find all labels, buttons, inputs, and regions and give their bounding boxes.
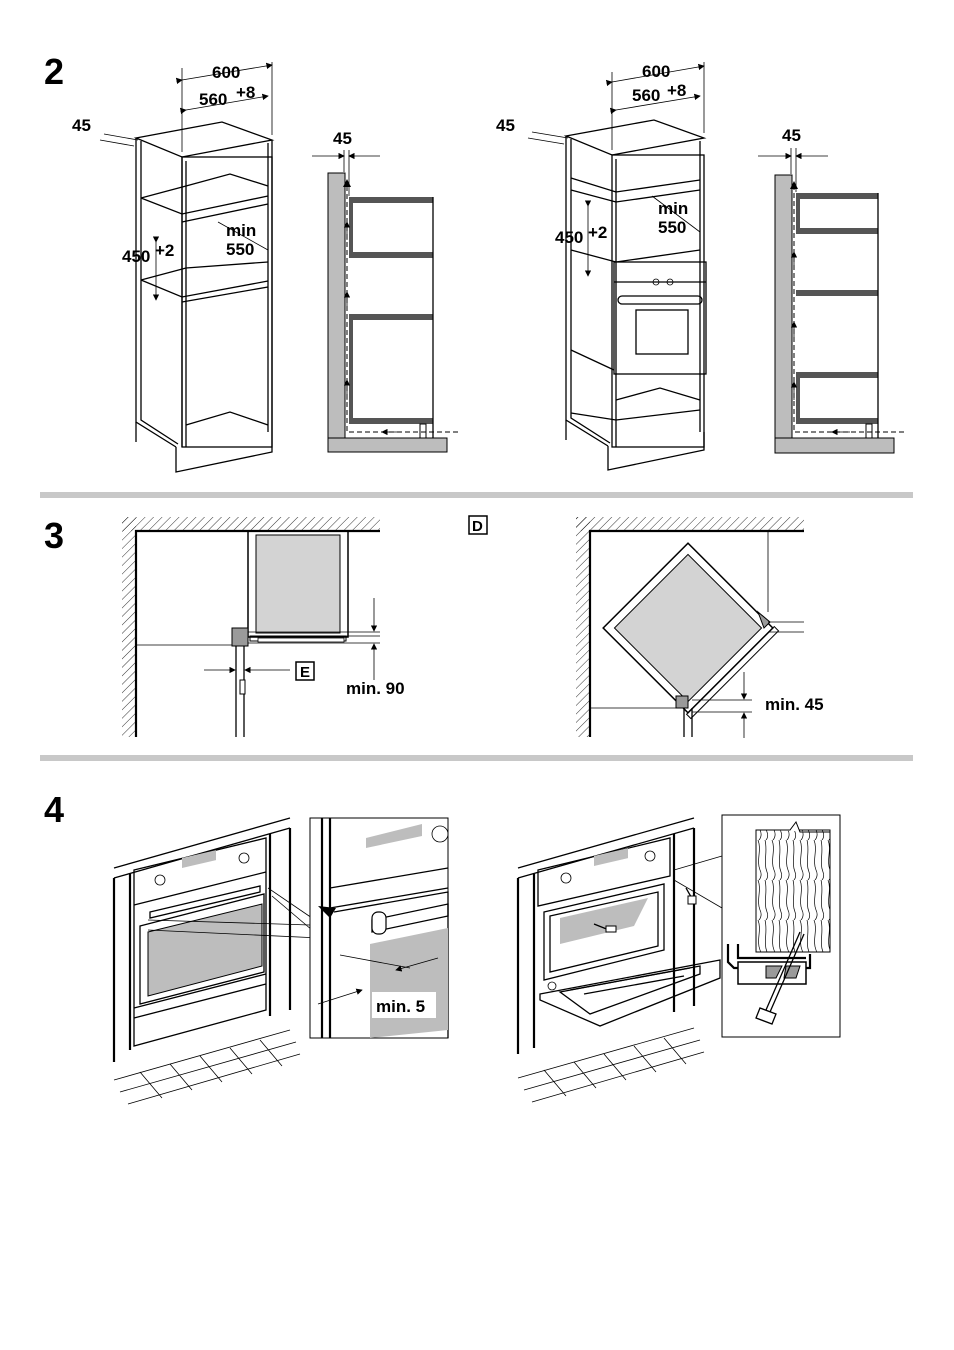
dimension-lines-right: [527, 62, 705, 277]
zoom-detail-screw: [721, 814, 841, 1038]
dim-min-value-left: 550: [226, 240, 254, 259]
step-number-4: 4: [44, 789, 64, 830]
dim-width-tol-left: +8: [236, 83, 255, 102]
dim-min-5: min. 5: [376, 997, 425, 1016]
dim-min-value-right: 550: [658, 218, 686, 237]
tall-cabinet-oven-right: [563, 119, 707, 471]
dim-side-gap-left: 45: [72, 116, 91, 135]
dim-side-gap-right: 45: [496, 116, 515, 135]
section-divider-1: [40, 492, 913, 498]
dim-width-inner-right: 560: [632, 86, 660, 105]
dim-min-90: min. 90: [346, 679, 405, 698]
dim-gap-section-left: 45: [333, 129, 352, 148]
dim-min-label-left: min: [226, 221, 256, 240]
label-e-box: [295, 661, 315, 681]
plan-view-oven-straight: [122, 517, 380, 737]
dim-min-label-right: min: [658, 199, 688, 218]
dim-height-tol-left: +2: [155, 241, 174, 260]
zoom-detail-gap: [309, 817, 449, 1039]
label-e: E: [300, 664, 310, 681]
plan-view-oven-corner: [576, 517, 804, 738]
dim-height-right: 450: [555, 228, 583, 247]
dimension-lines-left: [99, 62, 273, 301]
label-d: D: [472, 518, 483, 535]
dim-height-tol-right: +2: [588, 223, 607, 242]
step-number-3: 3: [44, 515, 64, 556]
dim-gap-section-right: 45: [782, 126, 801, 145]
dim-width-outer-right: 600: [642, 62, 670, 81]
ventilation-section-right: [758, 148, 904, 454]
ventilation-section-left: [312, 150, 458, 453]
dim-min-45: min. 45: [765, 695, 824, 714]
dim-width-tol-right: +8: [667, 81, 686, 100]
oven-screw-fixing-view: [516, 817, 723, 1103]
oven-installed-gap-view: [112, 817, 321, 1105]
section-divider-2: [40, 755, 913, 761]
step-number-2: 2: [44, 51, 64, 92]
label-d-box: [468, 515, 488, 535]
dim-width-outer-left: 600: [212, 63, 240, 82]
dim-height-left: 450: [122, 247, 150, 266]
dim-width-inner-left: 560: [199, 90, 227, 109]
